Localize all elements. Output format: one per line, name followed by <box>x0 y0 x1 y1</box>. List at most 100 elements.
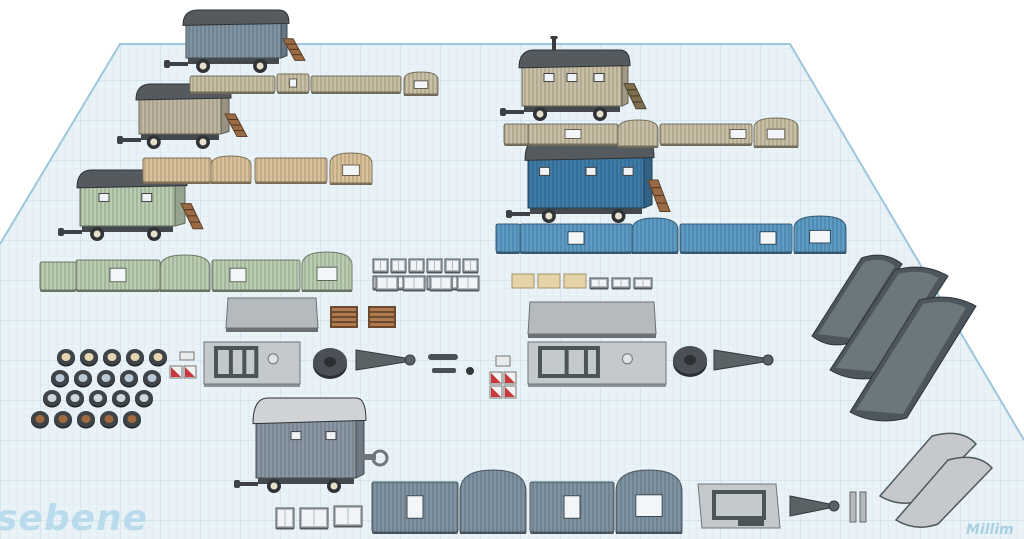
window-opening <box>809 229 831 244</box>
drawbar <box>168 62 188 66</box>
window-opening <box>109 267 127 283</box>
wagon-roof <box>182 9 290 26</box>
wall-panel <box>211 259 301 292</box>
wall-panel <box>679 223 793 254</box>
workplane-watermark-left: sebene <box>0 498 149 539</box>
bolt-part <box>466 367 474 375</box>
window-opening <box>564 129 582 139</box>
window-opening <box>288 78 298 88</box>
wall-panel <box>142 157 212 184</box>
wagon-window <box>98 193 110 203</box>
bench-part <box>511 273 535 289</box>
roof-shell-part <box>894 456 994 528</box>
drawbar <box>121 138 141 142</box>
chassis <box>82 224 173 232</box>
chassis <box>141 132 219 140</box>
end-wall-panel <box>159 254 211 292</box>
roof-shell-part <box>811 254 903 346</box>
pallet-part <box>368 306 396 328</box>
window-opening <box>766 128 786 140</box>
rod-part <box>849 491 857 523</box>
end-wall-panel <box>329 152 373 185</box>
end-wall-panel <box>617 119 659 148</box>
drawbar <box>510 212 530 216</box>
wall-panel <box>310 75 402 94</box>
window-opening <box>759 231 777 245</box>
wall-panel <box>189 75 276 94</box>
workplane-edge <box>0 43 1024 441</box>
sign-part <box>495 355 511 367</box>
chassis <box>524 104 620 112</box>
chassis <box>258 476 354 484</box>
chassis <box>530 206 642 214</box>
window-opening <box>229 267 247 283</box>
drawbar <box>504 110 524 114</box>
end-wall-panel <box>615 469 683 534</box>
wall-panel <box>659 123 753 146</box>
chassis-frame <box>538 346 600 378</box>
roof-shell-part <box>878 432 978 504</box>
window-opening <box>635 494 663 517</box>
construction-wagon <box>164 9 306 73</box>
window-opening <box>342 164 360 176</box>
drawbar <box>238 482 258 486</box>
wagon-window <box>325 431 337 441</box>
construction-wagon <box>500 36 647 121</box>
rod-part <box>859 491 867 523</box>
sign-part <box>179 351 195 361</box>
end-wall-panel <box>753 117 799 148</box>
wagon-window <box>141 193 153 203</box>
construction-wagon <box>234 397 367 493</box>
chimney <box>552 38 556 51</box>
pallet-part <box>330 306 358 328</box>
window-opening <box>413 80 429 90</box>
chassis-frame <box>712 490 766 520</box>
end-wall-panel <box>631 217 679 254</box>
wagon-window <box>593 73 605 83</box>
wagon-window <box>290 431 302 441</box>
wall-panel <box>519 223 633 254</box>
end-wall-panel <box>459 469 527 534</box>
construction-wagon <box>506 137 671 223</box>
construction-wagon <box>58 169 204 241</box>
floor-plate <box>225 297 319 329</box>
rod-part <box>432 368 456 373</box>
wall-panel <box>495 223 521 254</box>
roof-shell-part <box>829 266 949 380</box>
bench-part <box>537 273 561 289</box>
wagon-window <box>539 166 551 176</box>
wagon-window <box>622 166 634 176</box>
drawbar <box>62 230 82 234</box>
wall-panel <box>39 261 77 292</box>
wall-panel <box>276 73 310 94</box>
wagon-end <box>355 414 365 479</box>
window-opening <box>729 129 747 139</box>
wall-panel <box>529 481 615 534</box>
end-wall-panel <box>403 71 439 96</box>
workplane-unit-label: Millim <box>966 522 1014 538</box>
wall-panel <box>527 123 619 146</box>
chassis-frame <box>214 346 259 378</box>
roof-shell-part <box>849 296 977 422</box>
wall-panel <box>503 123 529 146</box>
wagon-window <box>543 73 555 83</box>
bench-part <box>563 273 587 289</box>
end-wall-panel <box>793 215 847 254</box>
floor-plate <box>527 301 657 335</box>
window-opening <box>316 266 338 282</box>
wagon-window <box>566 73 578 83</box>
chassis <box>188 56 279 64</box>
window-opening <box>406 495 424 519</box>
rod-part <box>428 354 458 360</box>
wall-panel <box>371 481 459 534</box>
end-wall-panel <box>210 155 252 184</box>
construction-wagon <box>117 83 248 149</box>
wagon-roof <box>252 397 367 425</box>
wagon-window <box>585 166 597 176</box>
window-opening <box>567 231 585 245</box>
end-wall-panel <box>301 251 353 292</box>
wall-panel <box>254 157 328 184</box>
window-opening <box>563 495 581 519</box>
wall-panel <box>75 259 161 292</box>
